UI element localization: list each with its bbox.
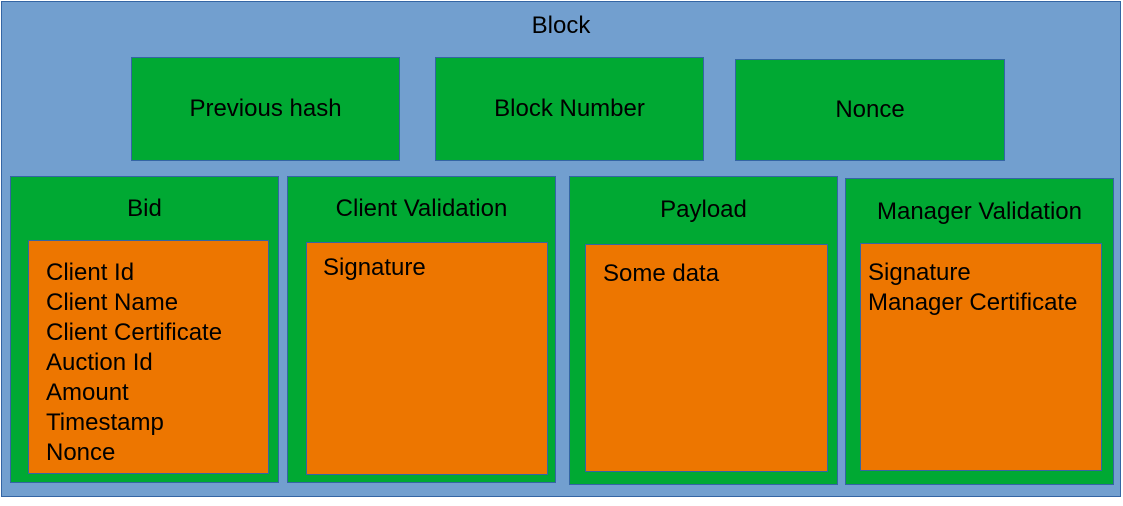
bid-field: Timestamp [46,409,164,436]
client-validation-section: Client Validation Signature [287,176,556,483]
nonce-label: Nonce [835,96,905,123]
bid-title: Bid [127,195,162,222]
bid-field: Client Certificate [46,319,223,346]
bid-field: Nonce [46,439,116,466]
client-validation-title: Client Validation [335,195,508,222]
bid-field: Client Name [46,289,179,316]
block-number-box: Block Number [435,57,704,161]
manager-validation-field: Signature [868,259,971,286]
nonce-box: Nonce [735,59,1005,161]
bid-field: Client Id [46,259,135,286]
bid-section: Bid Client Id Client Name Client Certifi… [10,176,279,483]
payload-field: Some data [603,260,720,287]
previous-hash-box: Previous hash [131,57,400,161]
block-number-label: Block Number [494,95,645,122]
block-title: Block [531,12,591,39]
bid-field: Auction Id [46,349,153,376]
block-container: Block Previous hash Block Number Nonce B… [1,1,1121,497]
manager-validation-fields-box: Signature Manager Certificate [860,243,1102,471]
bid-fields-box: Client Id Client Name Client Certificate… [28,240,269,474]
previous-hash-label: Previous hash [189,95,342,122]
bid-field: Amount [46,379,129,406]
manager-validation-title: Manager Validation [876,198,1083,225]
client-validation-fields-box: Signature [306,242,548,475]
manager-validation-section: Manager Validation Signature Manager Cer… [845,178,1114,485]
client-validation-field: Signature [323,254,426,281]
payload-title: Payload [660,196,747,223]
manager-validation-field: Manager Certificate [868,289,1078,316]
payload-section: Payload Some data [569,176,838,485]
payload-fields-box: Some data [585,244,828,472]
